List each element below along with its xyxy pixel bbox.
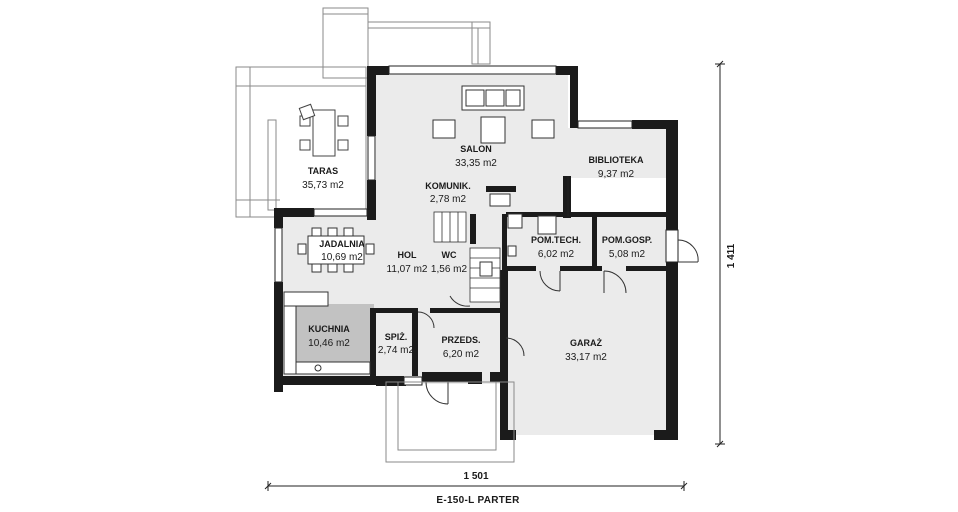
room-salon-name: SALON [460,144,492,154]
walls [274,66,678,440]
room-biblioteka-name: BIBLIOTEKA [589,155,644,165]
kitchen-highlight [296,304,374,362]
room-przeds-area: 6,20 m2 [443,349,480,360]
room-garaz-name: GARAŻ [570,338,602,348]
room-hol-area: 11,07 m2 [387,264,428,275]
room-wc-name: WC [442,250,457,260]
room-przeds-name: PRZEDS. [441,335,480,345]
height-dimension-label: 1 411 [726,243,737,268]
kitchen-counters [283,291,371,375]
room-wc-area: 1,56 m2 [431,264,468,275]
terrace-table-set [298,103,349,157]
doors [417,239,699,405]
width-dimension [264,481,688,491]
room-hol-name: HOL [398,250,418,260]
room-jadalnia-name: JADALNIA [319,239,365,249]
room-spiz-area: 2,74 m2 [378,345,415,356]
fixtures [479,193,557,277]
windows [274,65,679,386]
room-labels: SALON 33,35 m2 BIBLIOTEKA 9,37 m2 TARAS … [302,144,652,363]
height-dimension [715,60,725,448]
width-dimension-label: 1 501 [463,471,488,482]
room-komunik-area: 2,78 m2 [430,194,467,205]
room-kuchnia-name: KUCHNIA [308,324,350,334]
salon-furniture [432,85,555,144]
plan-title: E-150-L PARTER [436,495,520,506]
room-pomtech-name: POM.TECH. [531,235,581,245]
room-pomtech-area: 6,02 m2 [538,249,575,260]
room-spiz-name: SPIŻ. [385,332,408,342]
room-taras-area: 35,73 m2 [302,180,344,191]
room-salon-area: 33,35 m2 [455,158,497,169]
room-taras-name: TARAS [308,166,338,176]
room-garaz-area: 33,17 m2 [565,352,607,363]
room-pomgosp-name: POM.GOSP. [602,235,652,245]
entrance-canopy [385,381,515,463]
room-biblioteka-area: 9,37 m2 [598,169,635,180]
room-pomgosp-area: 5,08 m2 [609,249,646,260]
room-komunik-name: KOMUNIK. [425,181,471,191]
dining-table-set [297,227,375,273]
room-jadalnia-area: 10,69 m2 [321,252,363,263]
room-kuchnia-area: 10,46 m2 [308,338,350,349]
